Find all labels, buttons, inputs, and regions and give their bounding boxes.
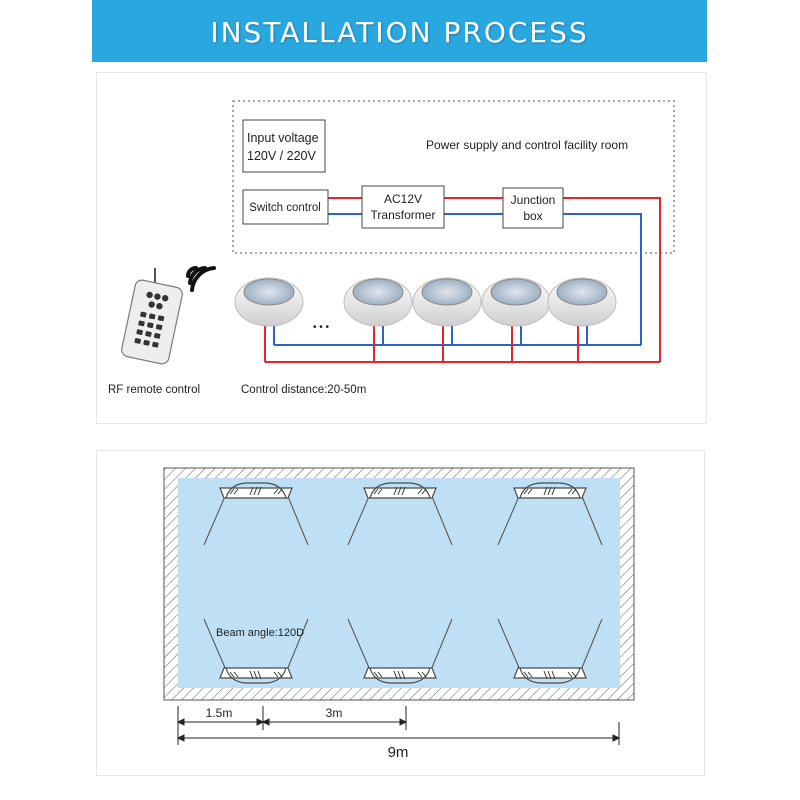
control-distance-label: Control distance:20-50m <box>241 384 366 396</box>
pool-light <box>343 277 413 327</box>
pool-light <box>547 277 617 327</box>
transformer-label: Transformer <box>371 208 436 222</box>
header-banner: INSTALLATION PROCESS <box>92 0 707 62</box>
transformer-box: AC12V Transformer <box>361 185 445 229</box>
facility-wires <box>328 197 661 362</box>
remote-control-label: RF remote control <box>108 384 200 396</box>
facility-room-boundary <box>232 100 675 254</box>
switch-control-box: Switch control <box>242 189 329 225</box>
light-spacing-label: 3m <box>326 706 343 720</box>
junction-box: Junction box <box>502 187 564 229</box>
more-lights-ellipsis: • • • <box>313 322 330 333</box>
dimension-lines <box>176 706 621 745</box>
beam-lines <box>203 493 603 671</box>
pool-light <box>412 277 482 327</box>
facility-room-label: Power supply and control facility room <box>426 138 628 152</box>
pool-panel <box>96 450 705 776</box>
junction-box-label-2: box <box>523 209 542 223</box>
beam-angle-label: Beam angle:120D <box>216 627 304 639</box>
edge-spacing-label: 1.5m <box>206 706 233 720</box>
pool-water <box>178 478 620 688</box>
junction-box-label-1: Junction <box>511 193 556 207</box>
total-length-label: 9m <box>388 744 409 761</box>
wireless-signal-icon <box>186 266 216 292</box>
page-title: INSTALLATION PROCESS <box>210 16 589 49</box>
input-voltage-value: 120V / 220V <box>247 149 316 163</box>
transformer-voltage: AC12V <box>384 192 422 206</box>
input-voltage-label: Input voltage <box>247 131 319 145</box>
switch-control-label: Switch control <box>249 202 321 214</box>
pool-light <box>234 277 304 327</box>
remote-control-icon <box>121 268 183 365</box>
pool-light <box>481 277 551 327</box>
wiring-panel <box>96 72 707 424</box>
input-voltage-box: Input voltage 120V / 220V <box>242 119 326 173</box>
